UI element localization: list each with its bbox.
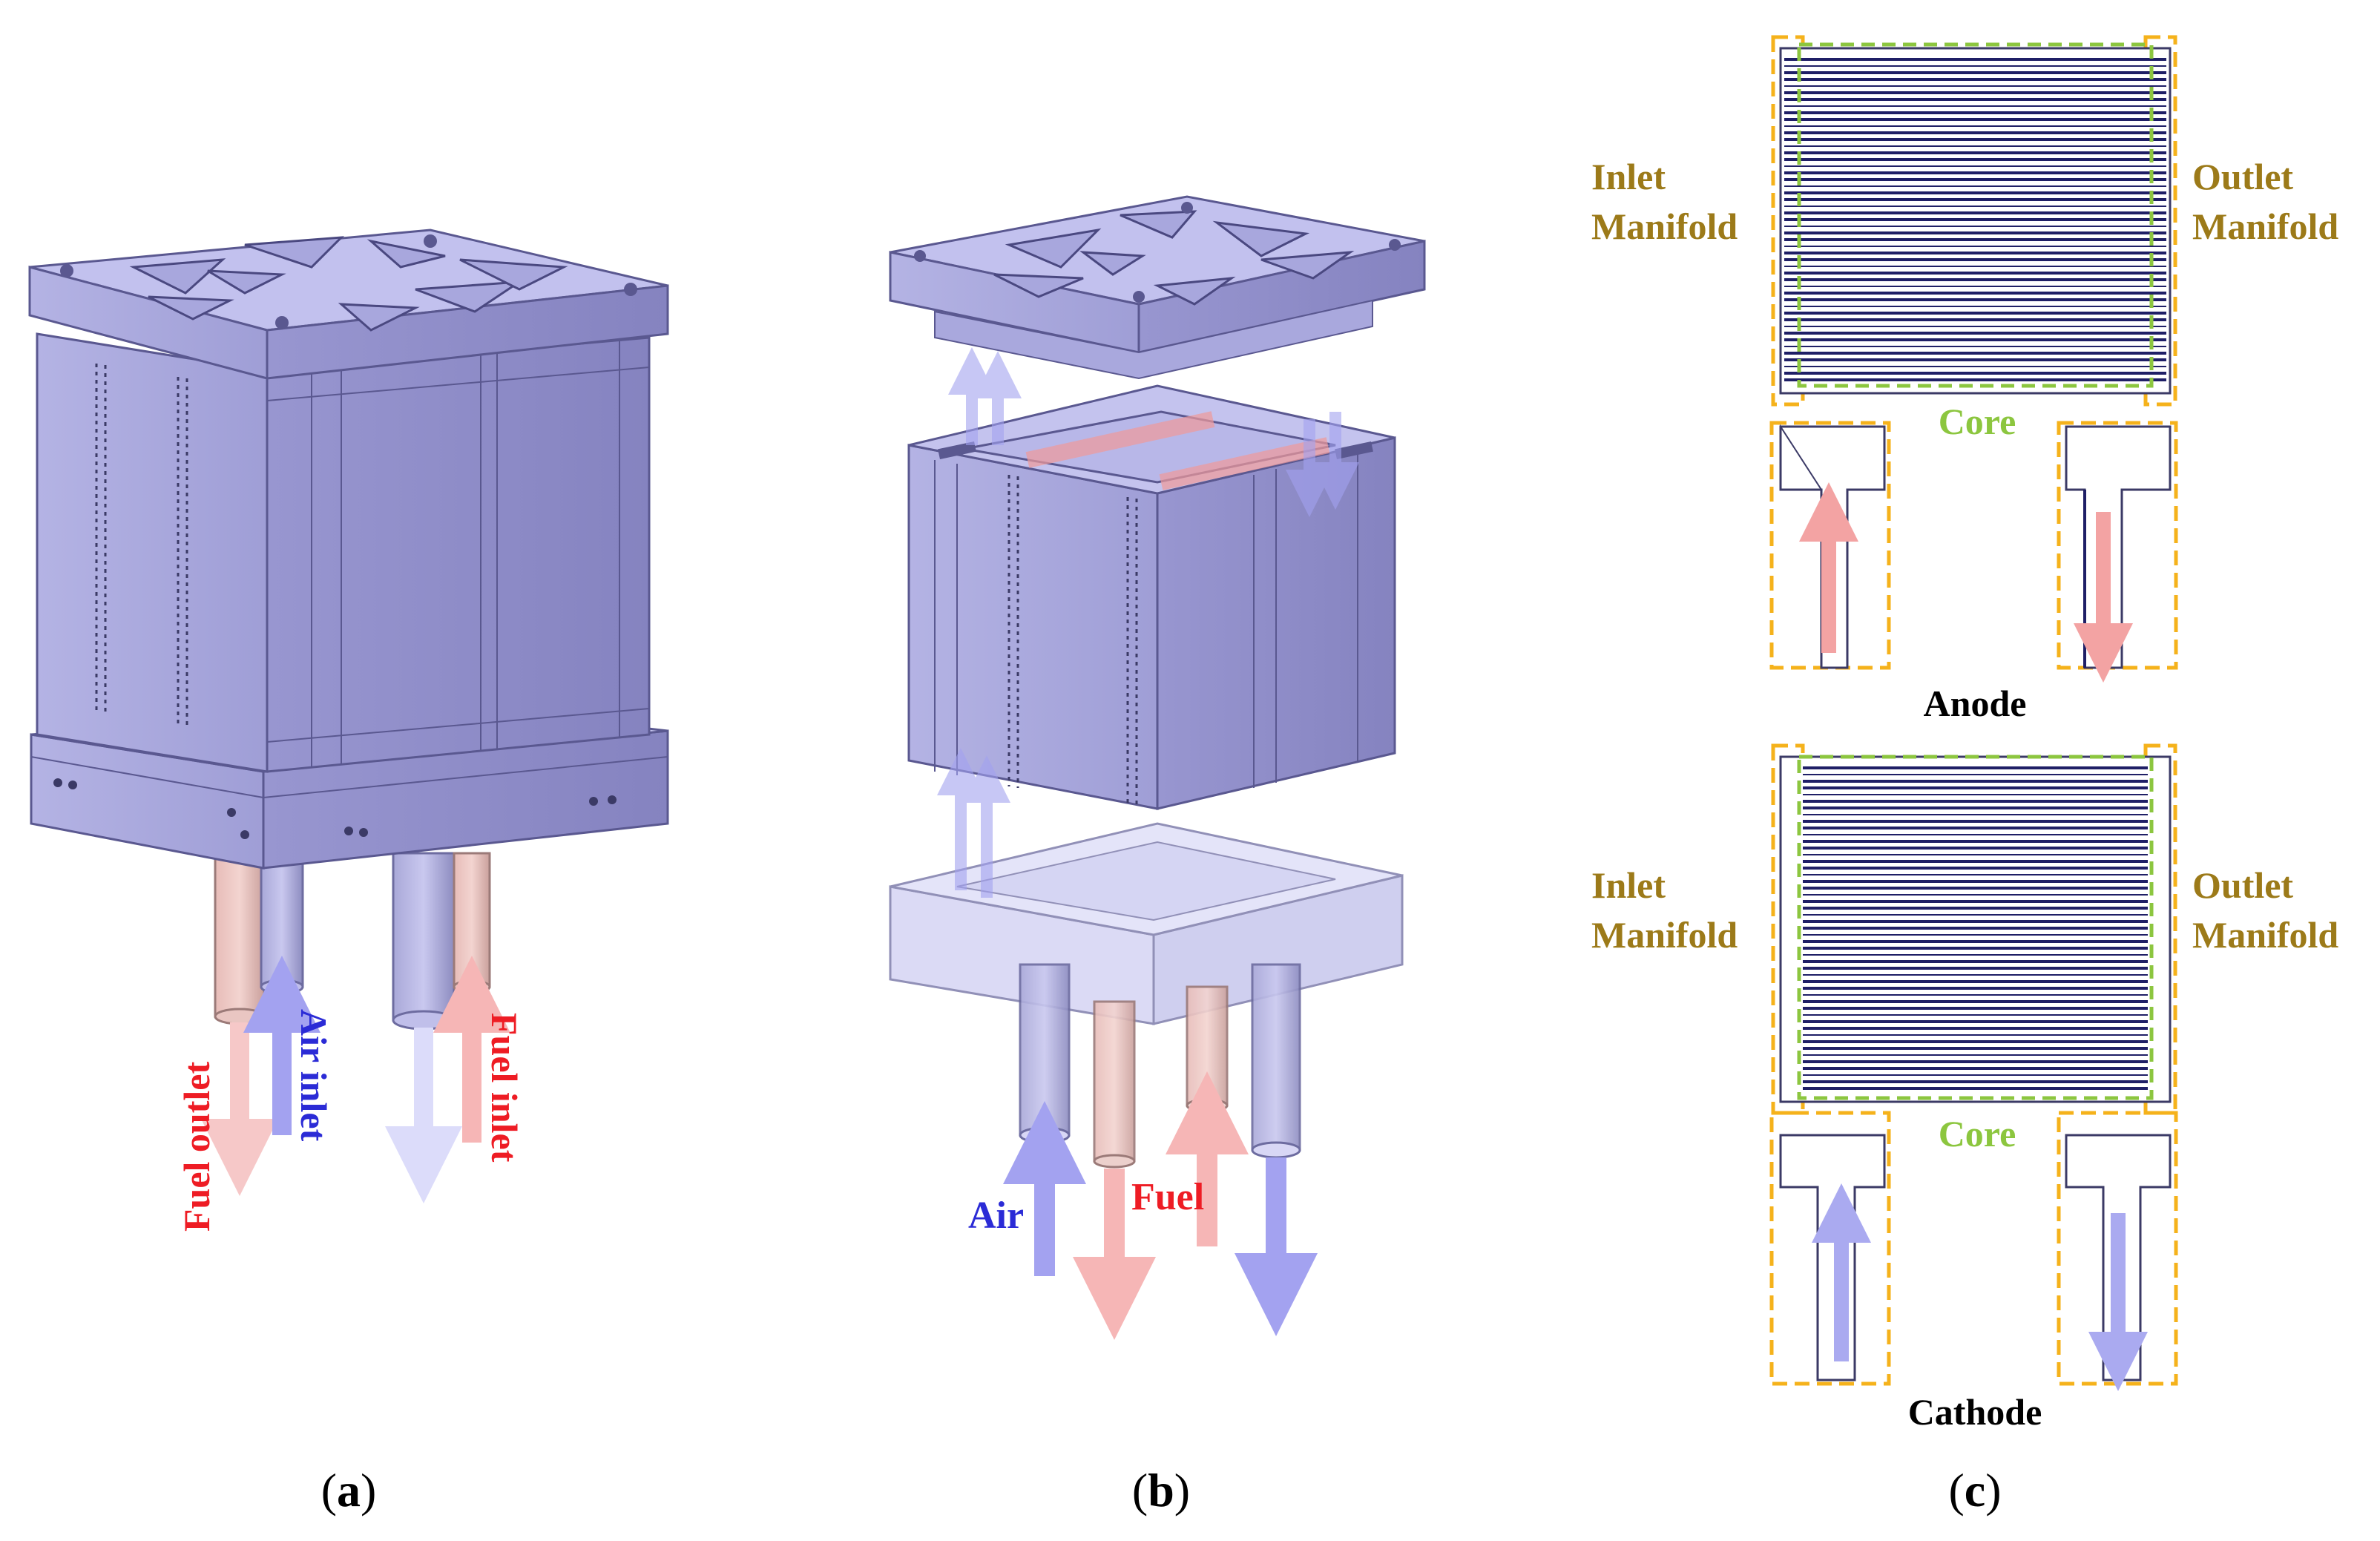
anode-outlet-tube-box (2057, 421, 2178, 670)
fuel-outlet-pipe (214, 852, 266, 1018)
fuel-inlet-pipe-b (1186, 985, 1229, 1107)
air-outlet-pipe-end (392, 1010, 456, 1031)
panel-a-arrows (201, 956, 510, 1203)
cathode-outlet-label-2: Manifold (2192, 914, 2338, 956)
caption-a: (a) (321, 1464, 377, 1517)
cathode-channels (1803, 766, 2148, 1090)
anode-diagram: Core Inlet Manifold Outlet Manifold Anod… (1591, 35, 2338, 724)
fuel-label-b: Fuel (1131, 1176, 1204, 1218)
svg-text:(b): (b) (1132, 1464, 1190, 1517)
anode-inlet-label-2: Manifold (1591, 206, 1738, 247)
air-inlet-pipe-b (1019, 963, 1071, 1137)
air-channels-left (95, 364, 188, 727)
cathode-core-box (1797, 755, 2154, 1100)
panel-b: Air Fuel (b) (889, 195, 1426, 1517)
panel-b-internal-arrows (937, 347, 1359, 898)
panel-b-stack (907, 384, 1396, 810)
anode-outlet-label-2: Manifold (2192, 206, 2338, 247)
anode-channels (1784, 58, 2166, 381)
fuel-outlet-pipe-end (214, 1008, 266, 1025)
anode-title: Anode (1924, 683, 2027, 724)
anode-outlet-label-1: Outlet (2192, 156, 2293, 197)
panel-b-top-plate (889, 195, 1426, 380)
fuel-outlet-pipe-b (1093, 1000, 1136, 1163)
svg-text:(a): (a) (321, 1464, 377, 1517)
air-outlet-pipe (392, 852, 456, 1022)
cathode-core-label: Core (1939, 1113, 2016, 1154)
air-inlet-pipe (260, 852, 304, 988)
panel-a-pipes (214, 852, 491, 1031)
air-inlet-label: Air inlet (293, 1009, 335, 1142)
panel-a-top-plate (28, 229, 669, 380)
panel-b-base (889, 822, 1404, 1025)
caption-c: (c) (1948, 1464, 2001, 1517)
fuel-inlet-pipe-end (453, 979, 491, 994)
fuel-outlet-label: Fuel outlet (176, 1062, 217, 1232)
cathode-outlet-label-1: Outlet (2192, 864, 2293, 906)
cathode-inlet-label-1: Inlet (1591, 864, 1666, 906)
anode-inlet-label-1: Inlet (1591, 156, 1666, 197)
cathode-inlet-label-2: Manifold (1591, 914, 1738, 956)
panel-c: Core Inlet Manifold Outlet Manifold Anod… (1591, 35, 2338, 1517)
anode-core-label: Core (1939, 401, 2016, 442)
air-outlet-pipe-b (1251, 963, 1301, 1151)
fuel-inlet-pipe (453, 852, 491, 988)
air-label-b: Air (968, 1195, 1024, 1237)
panel-b-arrows (1003, 1071, 1318, 1340)
anode-core-box (1797, 42, 2154, 388)
air-inlet-pipe-end (260, 979, 304, 995)
panel-a-stack (36, 332, 651, 773)
caption-b: (b) (1132, 1464, 1190, 1517)
cathode-diagram: Core Inlet Manifold Outlet Manifold Cath… (1591, 743, 2338, 1433)
cathode-title: Cathode (1908, 1391, 2042, 1433)
cathode-inlet-tube-box (1769, 1111, 1891, 1386)
panel-a: Fuel outlet Air inlet Fuel inlet (a) (28, 229, 669, 1517)
anode-inlet-tube-box (1769, 421, 1891, 670)
fuel-inlet-label: Fuel inlet (484, 1013, 525, 1163)
svg-text:(c): (c) (1948, 1464, 2001, 1517)
